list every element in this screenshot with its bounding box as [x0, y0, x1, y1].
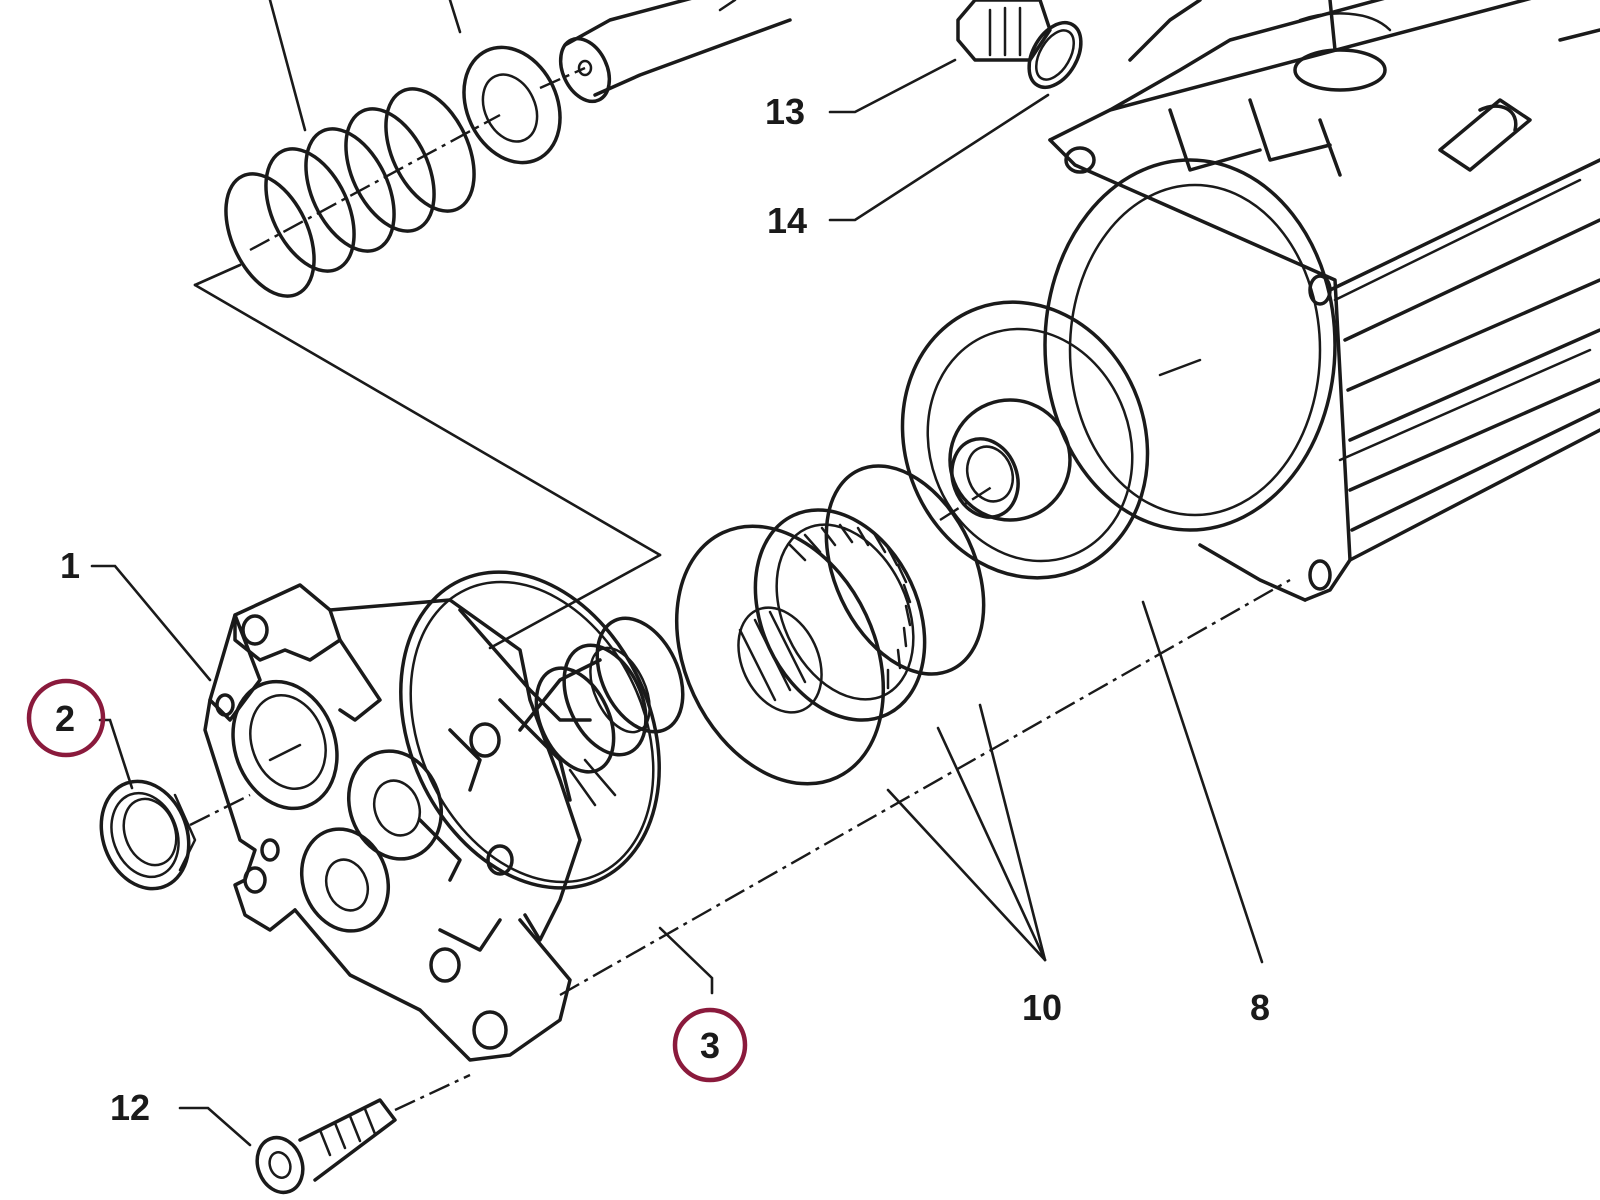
- o-ring: [399, 570, 661, 890]
- seal-ring: [99, 779, 251, 891]
- callout-8: 8: [1250, 987, 1270, 1028]
- callout-10: 10: [1022, 987, 1062, 1028]
- socket-head-screw: [255, 1073, 471, 1195]
- section-lines: [193, 0, 662, 650]
- callout-3: 3: [700, 1025, 720, 1066]
- callout-2: 2: [55, 698, 75, 739]
- piston-springs: [518, 616, 685, 807]
- pump-head-flange: [203, 583, 592, 1062]
- motor-housing: [1043, 0, 1600, 602]
- assembly-axis: [559, 578, 1291, 997]
- callout-2-highlight: [26, 678, 106, 758]
- piston-washer: [462, 0, 792, 165]
- callout-14: 14: [767, 200, 807, 241]
- needle-bearing: [753, 508, 927, 722]
- callout-1: 1: [60, 545, 80, 586]
- leader-lines: [90, 58, 1264, 1147]
- outer-washer: [824, 464, 986, 676]
- thrust-washer: [674, 524, 886, 786]
- drain-plug: [956, 0, 1083, 89]
- spring-assembly: [224, 87, 501, 298]
- seal-housing: [900, 300, 1150, 580]
- callout-3-highlight: [672, 1007, 748, 1083]
- callout-13: 13: [765, 91, 805, 132]
- callout-12: 12: [110, 1087, 150, 1128]
